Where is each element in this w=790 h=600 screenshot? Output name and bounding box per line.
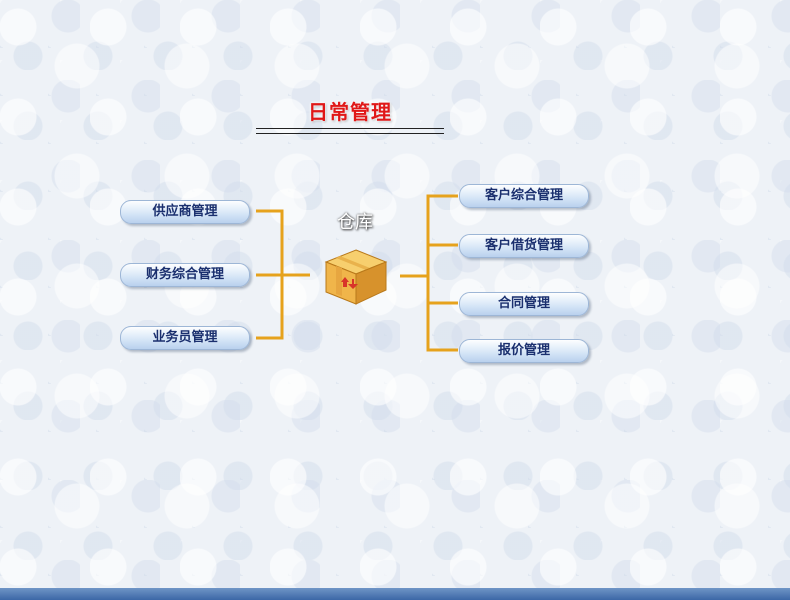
- supplier-management-button[interactable]: 供应商管理: [120, 200, 250, 224]
- contract-management-button[interactable]: 合同管理: [459, 292, 589, 316]
- left-connector: [256, 209, 310, 340]
- title-underline: [256, 128, 444, 134]
- cardboard-box-icon[interactable]: [322, 246, 390, 306]
- quotation-management-button[interactable]: 报价管理: [459, 339, 589, 363]
- warehouse-label: 仓库: [337, 212, 373, 233]
- right-connector: [400, 194, 458, 352]
- page-title: 日常管理: [308, 100, 392, 124]
- finance-management-button[interactable]: 财务综合管理: [120, 263, 250, 287]
- salesperson-management-button[interactable]: 业务员管理: [120, 326, 250, 350]
- customer-loan-management-button[interactable]: 客户借货管理: [459, 234, 589, 258]
- footer-bar: [0, 588, 790, 600]
- customer-management-button[interactable]: 客户综合管理: [459, 184, 589, 208]
